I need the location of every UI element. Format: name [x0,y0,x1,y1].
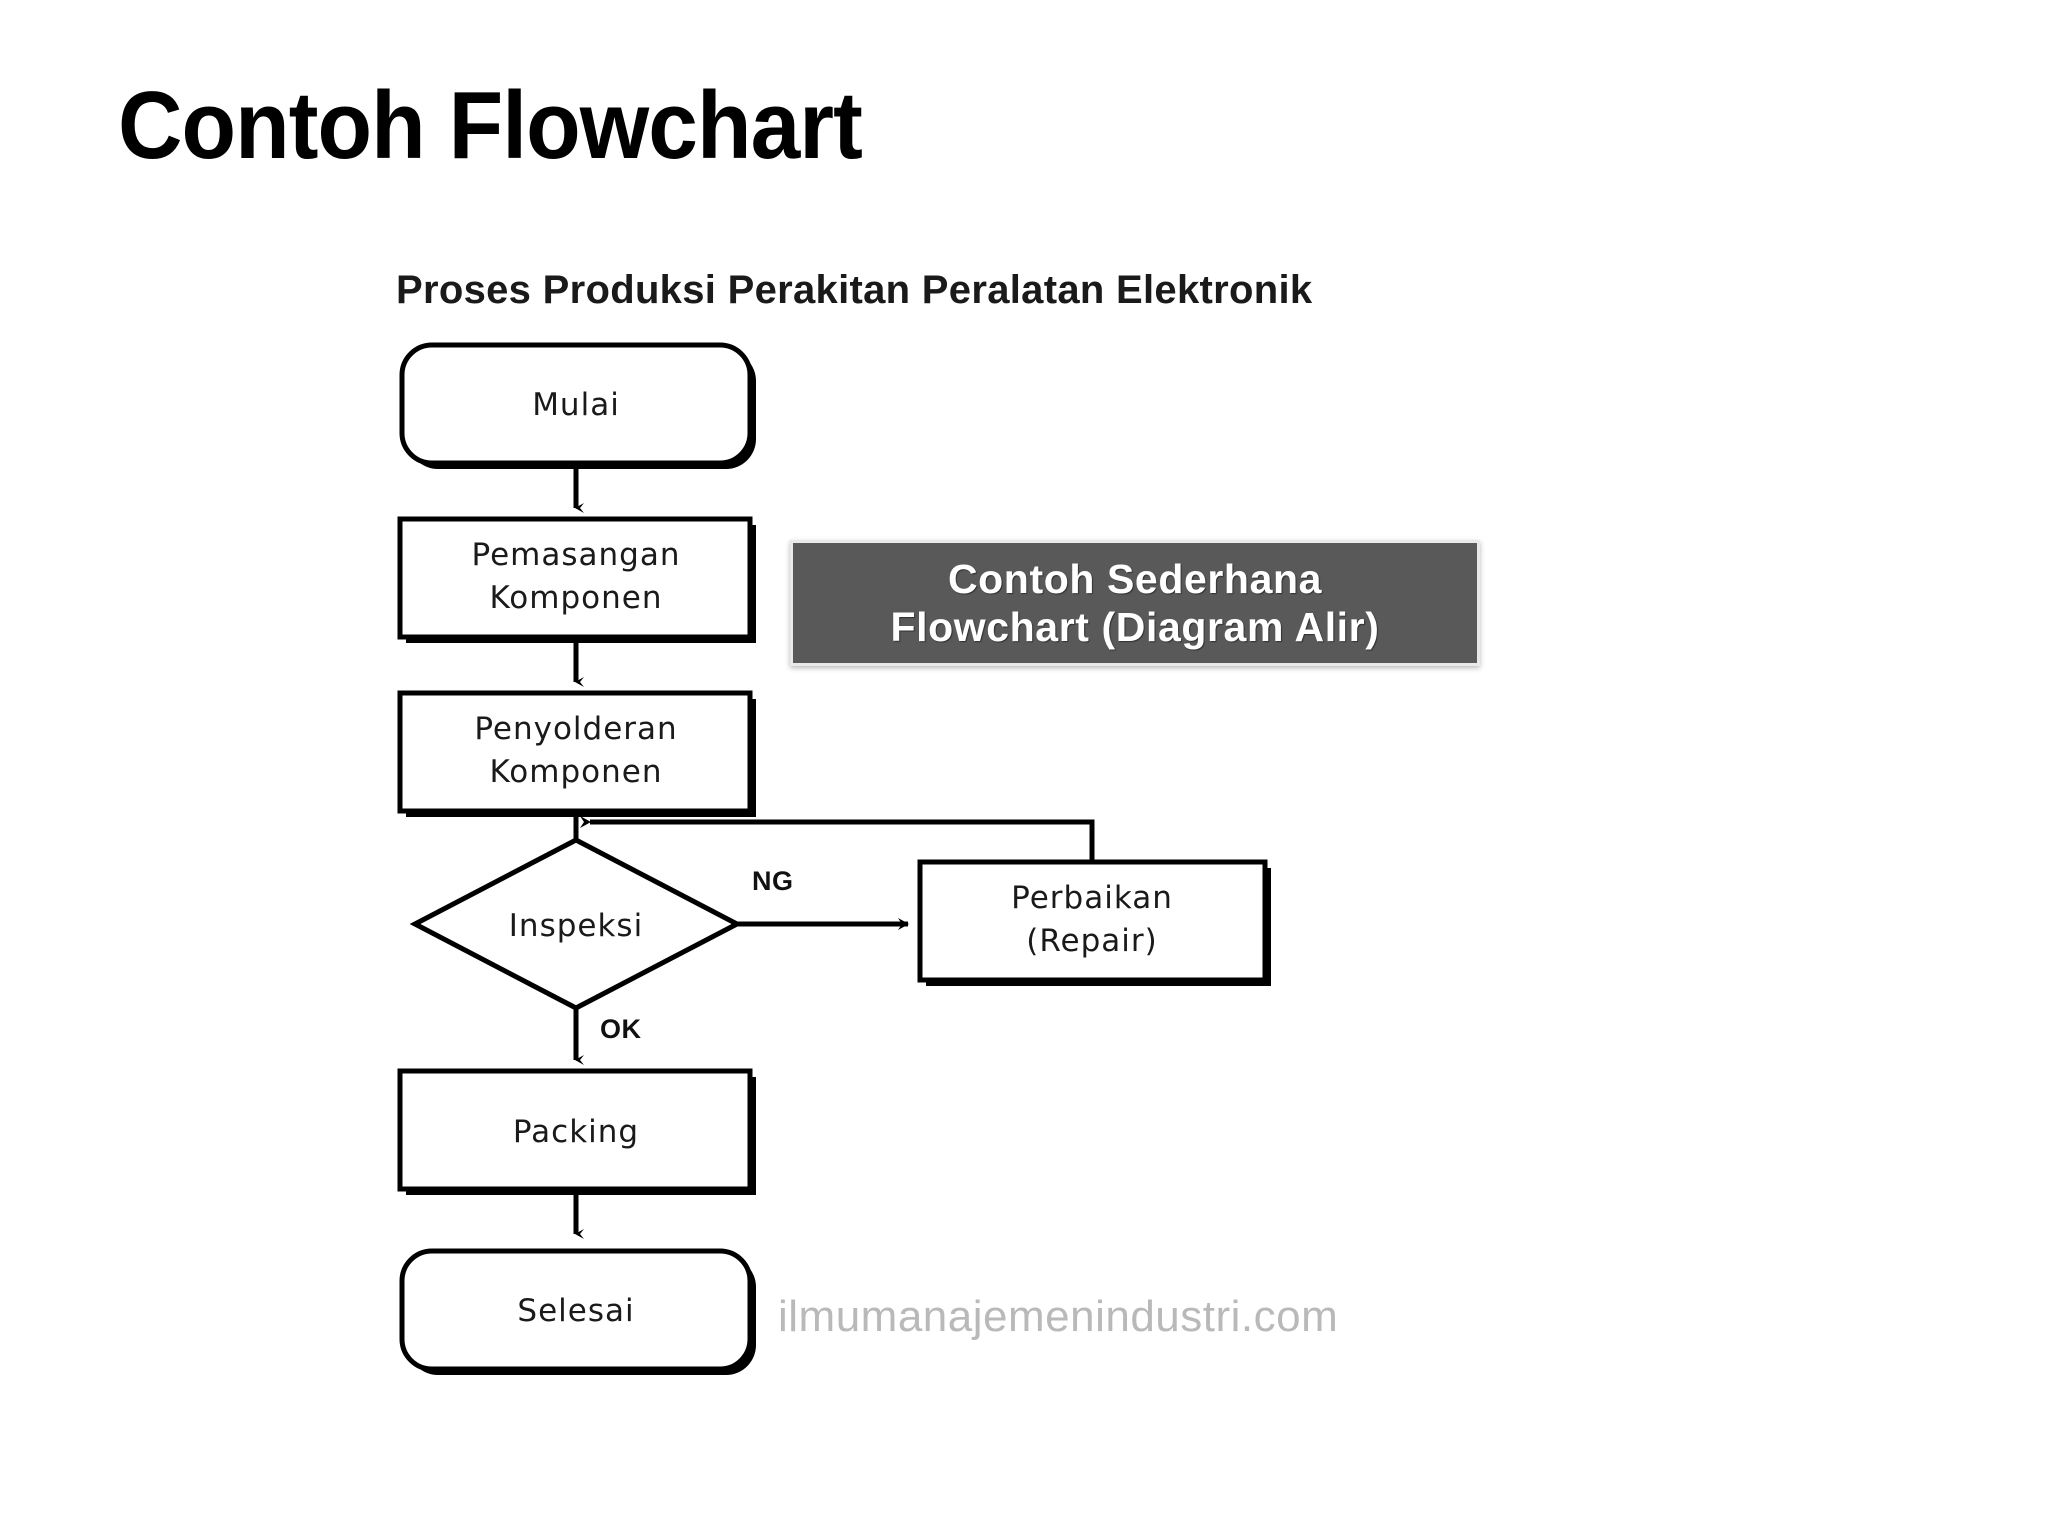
watermark: ilmumanajemenindustri.com [778,1292,1339,1341]
flowchart-figure: Mulai Pemasangan Komponen Penyolderan Ko… [0,250,2048,1430]
flow-node-packing[interactable]: Packing [397,1068,756,1195]
flow-node-perbaikan-label-line2: (Repair) [1026,923,1157,959]
flow-node-inspeksi[interactable]: Inspeksi [409,837,743,1011]
flow-edge-label-ng: NG [752,866,794,896]
flow-node-pemasangan[interactable]: Pemasangan Komponen [397,516,756,643]
page-title: Contoh Flowchart [118,72,863,179]
flow-node-penyolderan[interactable]: Penyolderan Komponen [397,690,756,817]
flow-node-inspeksi-label: Inspeksi [509,908,643,944]
callout-box: Contoh Sederhana Flowchart (Diagram Alir… [790,540,1480,666]
callout-line-2: Flowchart (Diagram Alir) [890,604,1380,650]
flow-node-pemasangan-label-line2: Komponen [490,580,663,616]
flow-node-mulai-label: Mulai [532,387,620,423]
figure-heading: Proses Produksi Perakitan Peralatan Elek… [396,268,1313,312]
flow-node-perbaikan-label-line1: Perbaikan [1011,880,1173,916]
flow-node-perbaikan[interactable]: Perbaikan (Repair) [917,859,1271,986]
flow-node-packing-label: Packing [513,1114,639,1150]
flow-node-selesai-label: Selesai [517,1293,634,1329]
flow-node-penyolderan-label-line2: Komponen [490,754,663,790]
flow-node-penyolderan-label-line1: Penyolderan [474,711,677,747]
callout-line-1: Contoh Sederhana [947,555,1323,602]
flow-edge-perbaikan-inspeksi [580,816,1095,862]
flow-node-pemasangan-label-line1: Pemasangan [472,537,681,573]
flow-node-mulai[interactable]: Mulai [399,342,756,469]
flow-edge-label-ok: OK [600,1014,642,1044]
flow-node-selesai[interactable]: Selesai [399,1248,756,1375]
